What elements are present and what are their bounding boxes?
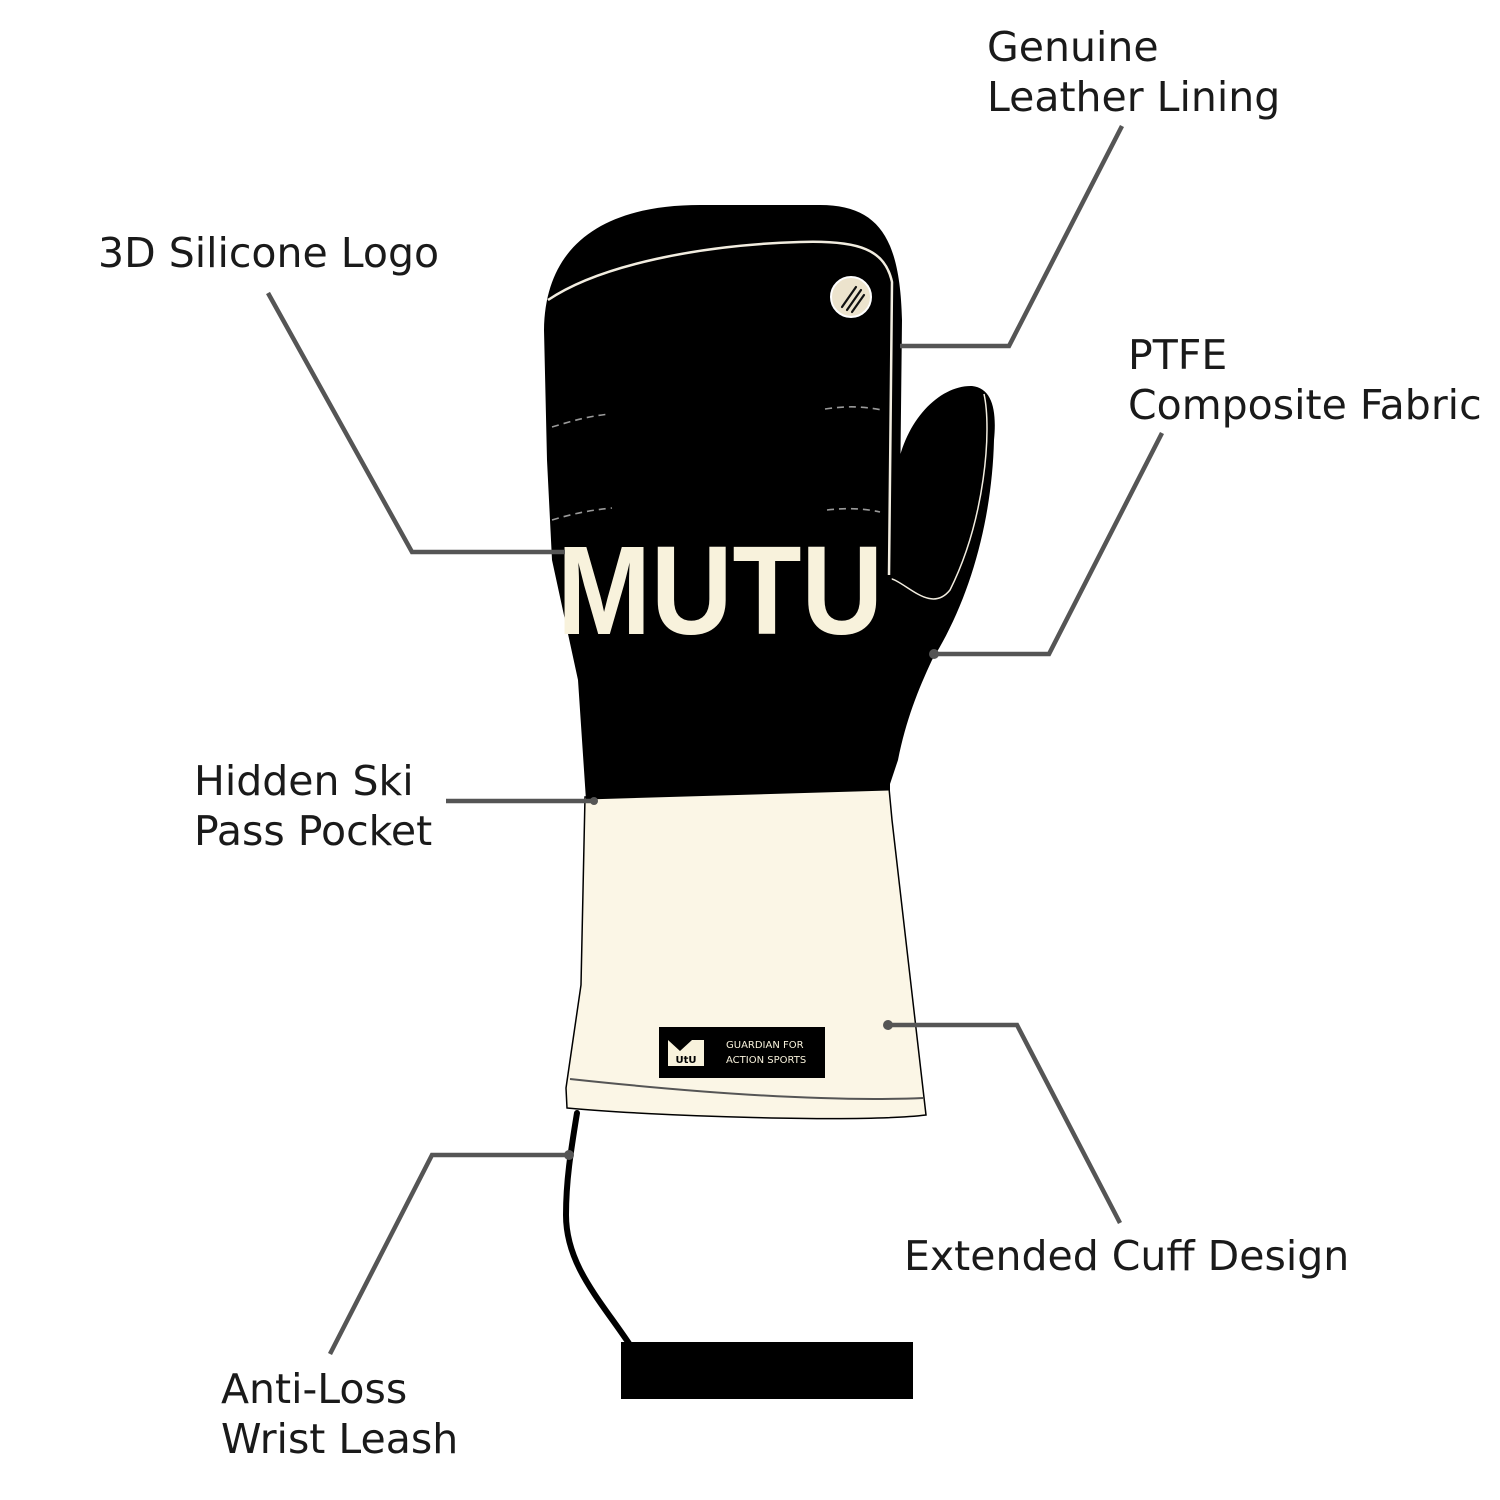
leader-line-extended-cuff: [889, 1022, 1122, 1225]
callout-silicone-logo-line1: 3D Silicone Logo: [98, 229, 440, 277]
lining-seam: [547, 240, 894, 576]
callout-wrist-leash-line2: Wrist Leash: [221, 1415, 459, 1463]
leash-cord: [562, 1110, 633, 1348]
brand-tag: UtU GUARDIAN FOR ACTION SPORTS: [659, 1027, 825, 1078]
leader-dot: [883, 1020, 893, 1030]
mitten-body: [544, 205, 902, 800]
leader-dot: [590, 797, 598, 805]
callout-ski-pass-pocket: Hidden Ski Pass Pocket: [194, 756, 432, 856]
leader-line-leather-lining: [900, 124, 1125, 349]
callout-extended-cuff-line1: Extended Cuff Design: [904, 1232, 1350, 1280]
callout-wrist-leash-line1: Anti-Loss: [221, 1365, 408, 1413]
callout-ski-pass-pocket-line1: Hidden Ski: [194, 757, 414, 805]
brand-tag-logo-icon: UtU: [668, 1040, 704, 1066]
callout-leather-lining-line2: Leather Lining: [987, 73, 1281, 121]
quilt-line: [551, 413, 611, 428]
callout-ptfe-fabric-line1: PTFE: [1128, 331, 1228, 379]
callout-wrist-leash: Anti-Loss Wrist Leash: [221, 1364, 458, 1464]
brand-tag-line-2: ACTION SPORTS: [726, 1055, 806, 1066]
brand-tag-line-1: GUARDIAN FOR: [726, 1040, 804, 1051]
thumb-stitch: [887, 393, 988, 600]
leader-dot: [929, 649, 939, 659]
silicone-logo-icon: [830, 276, 872, 318]
callout-ski-pass-pocket-line2: Pass Pocket: [194, 807, 433, 855]
leader-line-silicone-logo: [266, 291, 565, 555]
brand-tag-logo-text: UtU: [675, 1055, 696, 1066]
cuff-top-band: [585, 787, 890, 800]
leash-strap: [621, 1342, 913, 1399]
callout-silicone-logo: 3D Silicone Logo: [98, 228, 439, 278]
quilt-line: [826, 507, 881, 513]
callout-leather-lining: Genuine Leather Lining: [987, 22, 1280, 122]
callout-ptfe-fabric: PTFE Composite Fabric: [1128, 330, 1482, 430]
brand-wordmark: MUTU: [557, 520, 883, 661]
leader-line-wrist-leash: [327, 1152, 569, 1356]
mitten-thumb: [886, 385, 995, 790]
cuff-hem: [569, 1078, 924, 1100]
mitten-cuff: [565, 787, 927, 1120]
quilt-line: [551, 507, 613, 521]
leader-line-ptfe-fabric: [934, 431, 1165, 657]
leader-dot: [564, 1150, 574, 1160]
callout-leather-lining-line1: Genuine: [987, 23, 1159, 71]
quilt-line: [824, 406, 883, 411]
callout-ptfe-fabric-line2: Composite Fabric: [1128, 381, 1482, 429]
callout-extended-cuff: Extended Cuff Design: [904, 1231, 1349, 1281]
